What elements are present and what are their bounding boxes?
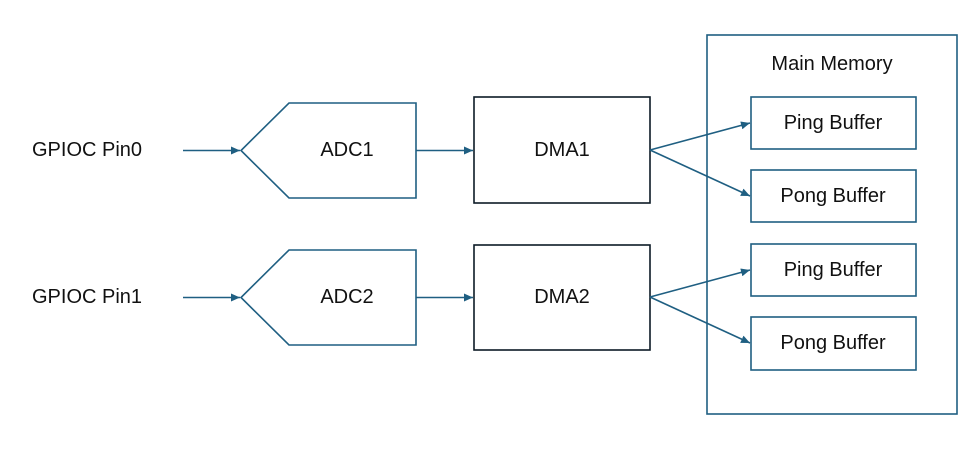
main-memory-box (706, 34, 958, 415)
buffer-box-4 (750, 316, 917, 371)
main-memory-title: Main Memory (771, 53, 893, 75)
buffer-box-2 (750, 169, 917, 223)
buffer-box-3 (750, 243, 917, 297)
buffer-label-4: Pong Buffer (780, 332, 886, 354)
arrow-dma2-to-ping-buffer (649, 268, 751, 298)
arrow-dma1-to-ping-buffer (649, 121, 751, 151)
arrow-dma2-to-pong-buffer (649, 296, 751, 344)
arrow-dma1-to-pong-buffer (649, 149, 751, 197)
dma1-label: DMA1 (534, 139, 590, 161)
dma2-box (473, 244, 651, 351)
input-label-pin1: GPIOC Pin1 (32, 286, 143, 308)
adc2-shape (239, 249, 417, 346)
adc1-shape (239, 102, 417, 199)
dma2-label: DMA2 (534, 286, 590, 308)
input-label-pin0: GPIOC Pin0 (32, 139, 143, 161)
buffer-box-1 (750, 96, 917, 150)
adc2-label: ADC2 (320, 286, 374, 308)
buffer-label-3: Ping Buffer (783, 259, 883, 281)
buffer-label-1: Ping Buffer (783, 112, 883, 134)
buffer-label-2: Pong Buffer (780, 185, 886, 207)
adc1-label: ADC1 (320, 139, 374, 161)
